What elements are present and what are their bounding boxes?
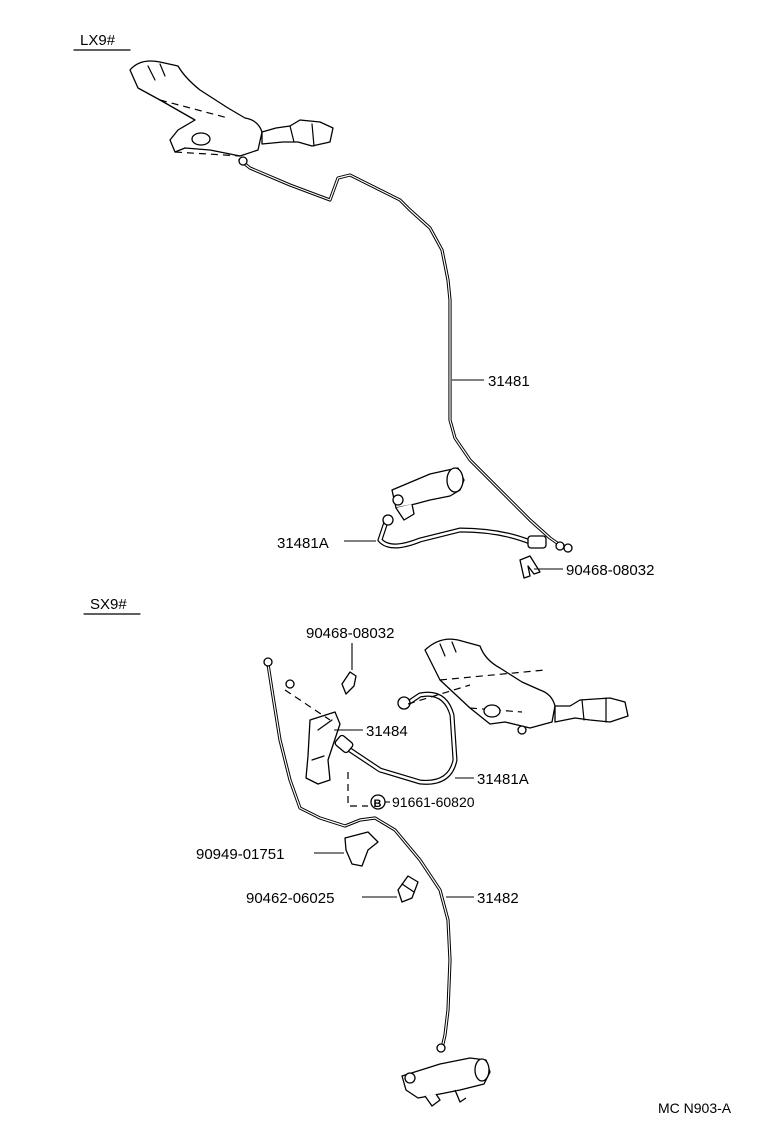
label-90949: 90949-01751 xyxy=(196,846,284,863)
diagram-code: MC N903-A xyxy=(658,1100,732,1116)
pipe-flare-nut-top xyxy=(238,156,248,166)
section-label-sx9: SX9# xyxy=(90,596,127,613)
master-cylinder-top xyxy=(129,60,334,157)
label-91661: 91661-60820 xyxy=(392,794,475,810)
bolt-marker-letter: B xyxy=(374,798,382,810)
hose-dash-link xyxy=(407,684,471,705)
label-31484: 31484 xyxy=(366,723,408,740)
pipe-31482 xyxy=(263,657,452,1053)
bracket-31484 xyxy=(305,711,341,785)
clip-90468-top xyxy=(519,555,541,579)
label-31482: 31482 xyxy=(477,890,519,907)
hose-31481a-top xyxy=(377,514,573,553)
release-cylinder-bottom xyxy=(401,1057,491,1107)
pipe-31481 xyxy=(238,158,562,547)
master-cylinder-bottom xyxy=(424,638,629,735)
hose-31481a-bottom xyxy=(334,691,458,785)
label-90468-bottom: 90468-08032 xyxy=(306,625,394,642)
bracket-dash-a xyxy=(284,689,331,721)
bracket-dash-b xyxy=(347,772,368,807)
label-31481a-bottom: 31481A xyxy=(477,771,529,788)
clamp-90949 xyxy=(344,831,379,867)
clamp-90462 xyxy=(397,875,419,903)
release-cylinder-top xyxy=(391,467,465,521)
label-31481a-top: 31481A xyxy=(277,535,329,552)
section-label-lx9: LX9# xyxy=(80,32,116,49)
label-90468-top: 90468-08032 xyxy=(566,562,654,579)
label-90462: 90462-06025 xyxy=(246,890,334,907)
label-31481: 31481 xyxy=(488,373,530,390)
clip-90468-bottom xyxy=(341,671,357,695)
